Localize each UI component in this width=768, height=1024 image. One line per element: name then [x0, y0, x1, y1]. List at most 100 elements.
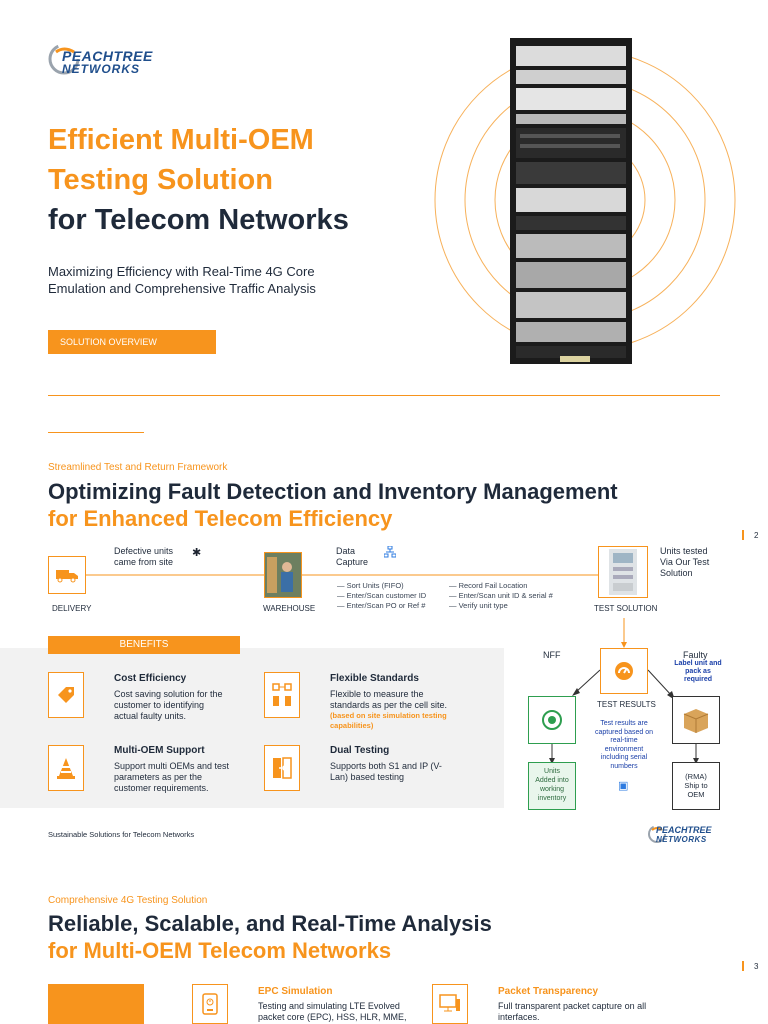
warehouse-label: WAREHOUSE	[263, 604, 316, 613]
faulty-label: Faulty	[683, 650, 708, 660]
faulty-note-line2: pack as required	[683, 668, 712, 683]
defective-line2: came from site	[114, 557, 174, 567]
faulty-note: Label unit and pack as required	[671, 660, 725, 684]
results-note-line6: numbers	[610, 762, 638, 770]
flow-connectors	[86, 572, 699, 764]
results-note-line5: including serial	[600, 754, 648, 761]
results-note-line4: environment	[604, 745, 644, 753]
hero-subtitle-line1: Maximizing Efficiency with Real-Time 4G …	[48, 264, 315, 279]
section-rule	[48, 432, 144, 433]
footer-tagline: Sustainable Solutions for Telecom Networ…	[48, 830, 195, 839]
section3-eyebrow: Comprehensive 4G Testing Solution	[48, 895, 208, 906]
section3-title: Reliable, Scalable, and Real-Time Analys…	[48, 910, 738, 964]
units-tested-note: Units tested Via Our Test Solution	[660, 546, 709, 579]
benefit-dual-testing: Dual Testing Supports both S1 and IP (V-…	[330, 745, 480, 783]
faulty-note-line1: Label unit and	[674, 660, 722, 667]
section3-title-line1: Reliable, Scalable, and Real-Time Analys…	[48, 911, 492, 936]
nff-label: NFF	[543, 650, 561, 660]
rma-line1: (RMA)	[685, 772, 707, 781]
rma-box: (RMA) Ship to OEM	[672, 762, 720, 810]
section2-title-line2: for Enhanced Telecom Efficiency	[48, 506, 393, 531]
feature-text-line: Testing and simulating LTE Evolved	[258, 1001, 400, 1011]
benefit-text-line: parameters as per the	[114, 772, 203, 782]
benefit-text-line: actual faulty units.	[114, 711, 187, 721]
benefit-text-line: customer to identifying	[114, 700, 205, 710]
capture-steps-right: — Record Fail Location — Enter/Scan unit…	[449, 581, 553, 611]
hierarchy-icon	[383, 545, 397, 563]
feature-epc-simulation: EPC Simulation Testing and simulating LT…	[258, 986, 428, 1023]
check-circle-icon	[542, 710, 562, 730]
benefit-text-line: Support multi OEMs and test	[114, 761, 230, 771]
benefit-text-line: Supports both S1 and IP (V-	[330, 761, 442, 771]
section2-title-line1: Optimizing Fault Detection and Inventory…	[48, 479, 618, 504]
benefit-text-line: standards as per the cell site.	[330, 700, 448, 710]
hero-title: Efficient Multi-OEM Testing Solution for…	[48, 120, 428, 240]
results-note: Test results are captured based on real-…	[586, 720, 662, 771]
results-note-line2: captured based on	[595, 728, 653, 736]
benefit-title: Flexible Standards	[330, 673, 419, 684]
section2-title: Optimizing Fault Detection and Inventory…	[48, 478, 738, 532]
benefit-note-line: capabilities)	[330, 721, 374, 730]
device-icon	[192, 984, 228, 1024]
package-icon	[683, 709, 709, 733]
rma-line2: Ship to	[684, 781, 708, 790]
benefit-text-line: Flexible to measure the	[330, 689, 424, 699]
cone-icon	[48, 745, 84, 791]
benefit-title: Multi-OEM Support	[114, 745, 205, 756]
page-number: 3	[742, 961, 758, 971]
benefit-multi-oem: Multi-OEM Support Support multi OEMs and…	[114, 745, 264, 794]
section2-eyebrow: Streamlined Test and Return Framework	[48, 462, 228, 473]
footer-logo-line1: PEACHTREE	[656, 825, 712, 835]
benefits-panel	[0, 648, 504, 808]
database-icon: ▣	[618, 780, 629, 792]
added-line4: inventory	[537, 795, 567, 802]
feature-packet-transparency: Packet Transparency Full transparent pac…	[498, 986, 698, 1023]
bug-icon: ✱	[192, 547, 202, 559]
tested-line1: Units tested	[660, 546, 708, 556]
hero-subtitle-line2: Emulation and Comprehensive Traffic Anal…	[48, 281, 316, 296]
benefit-cost-efficiency: Cost Efficiency Cost saving solution for…	[114, 673, 254, 722]
equipment-rack-illustration	[400, 30, 768, 390]
rma-line3: OEM	[687, 790, 705, 799]
added-line1: Units	[544, 768, 560, 775]
test-results-label: TEST RESULTS	[597, 700, 656, 709]
tested-line3: Solution	[660, 568, 693, 578]
results-note-line1: Test results are	[600, 720, 648, 727]
delivery-box	[48, 556, 86, 594]
tag-icon	[48, 672, 84, 718]
step-sort-units: — Sort Units (FIFO)	[337, 581, 404, 590]
feature-text-line: Full transparent packet capture on all	[498, 1001, 647, 1011]
step-scan-po: — Enter/Scan PO or Ref #	[337, 601, 426, 610]
warehouse-photo	[264, 552, 302, 598]
test-results-box	[600, 648, 648, 694]
defective-line1: Defective units	[114, 546, 174, 556]
page-number: 2	[742, 530, 758, 540]
test-solution-label: TEST SOLUTION	[594, 604, 658, 613]
tested-line2: Via Our Test	[660, 557, 710, 567]
feature-title: Packet Transparency	[498, 986, 599, 997]
nff-box	[528, 696, 576, 744]
defective-note: Defective units came from site	[114, 546, 173, 568]
section3-title-line2: for Multi-OEM Telecom Networks	[48, 938, 392, 963]
step-record-fail: — Record Fail Location	[449, 581, 528, 590]
feature-text-line: interfaces.	[498, 1012, 540, 1022]
benefits-label: BENEFITS	[48, 636, 240, 654]
footer-logo: PEACHTREE NETWORKS	[648, 820, 722, 848]
added-line2: Added into	[535, 777, 569, 784]
benefit-title: Cost Efficiency	[114, 673, 187, 684]
added-line3: working	[539, 786, 565, 793]
switch-icon	[264, 745, 300, 791]
step-scan-unit: — Enter/Scan unit ID & serial #	[449, 591, 553, 600]
monitor-icon	[432, 984, 468, 1024]
benefit-note-line: (based on site simulation testing	[330, 711, 447, 720]
hero-title-line1: Efficient Multi-OEM	[48, 124, 314, 156]
brand-name-line2: NETWORKS	[62, 62, 140, 76]
hero-subtitle: Maximizing Efficiency with Real-Time 4G …	[48, 263, 388, 297]
hero-title-line2: Testing Solution	[48, 164, 273, 196]
test-solution-photo	[598, 546, 648, 598]
solution-overview-button[interactable]: SOLUTION OVERVIEW	[48, 330, 216, 354]
data-capture-line2: Capture	[336, 557, 369, 567]
inventory-box: Units Added into working inventory	[528, 762, 576, 810]
benefit-text-line: Lan) based testing	[330, 772, 405, 782]
data-capture-line1: Data	[336, 546, 356, 556]
